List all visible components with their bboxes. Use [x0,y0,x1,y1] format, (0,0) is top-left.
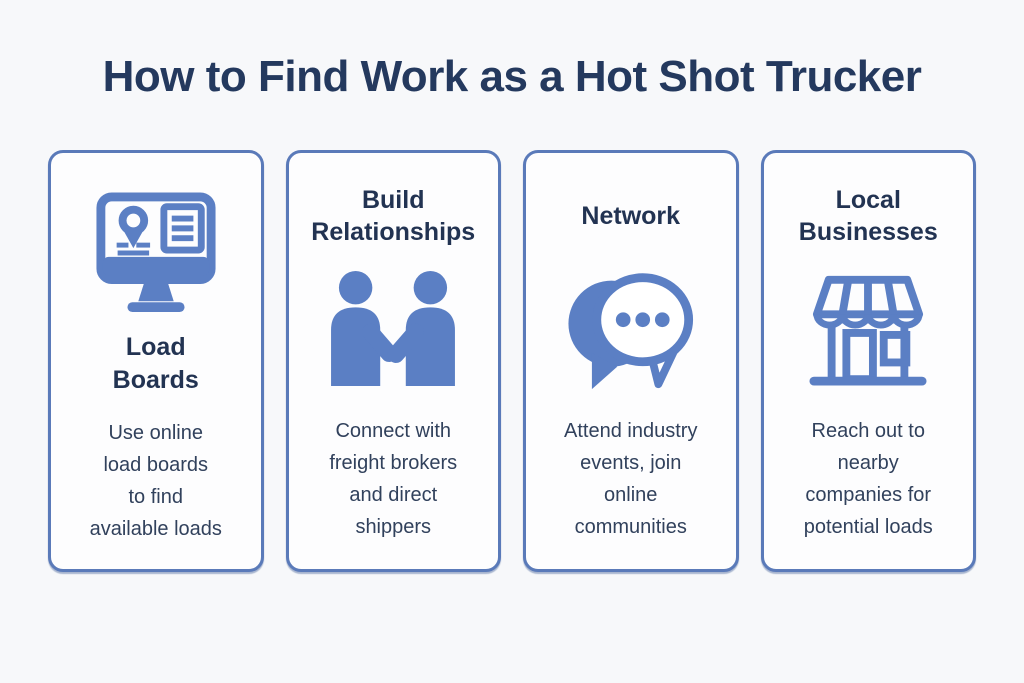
card-local-businesses: Local Businesses Reach out t [760,150,976,572]
card-title: Build Relationships [311,185,476,247]
cards-row: Load Boards Use online load boards to fi… [0,150,1024,572]
card-title: Load Boards [112,333,199,394]
card-description: Use online load boards to find available… [89,422,222,540]
load-board-monitor-icon [87,189,225,315]
card-network: Network Attend industry events, join onl… [523,150,739,572]
chat-bubbles-icon [562,267,700,393]
card-description: Attend industry events, join online comm… [564,420,698,538]
card-description: Connect with freight brokers and direct … [329,420,458,538]
card-title: Network [581,201,681,230]
handshake-icon [318,267,468,393]
card-load-boards: Load Boards Use online load boards to fi… [48,150,264,572]
card-description: Reach out to nearby companies for potent… [803,420,933,538]
card-build-relationships: Build Relationships Connect with freight… [285,150,501,572]
storefront-icon [799,267,937,393]
page-title: How to Find Work as a Hot Shot Trucker [102,52,922,101]
card-title: Local Businesses [798,185,938,247]
